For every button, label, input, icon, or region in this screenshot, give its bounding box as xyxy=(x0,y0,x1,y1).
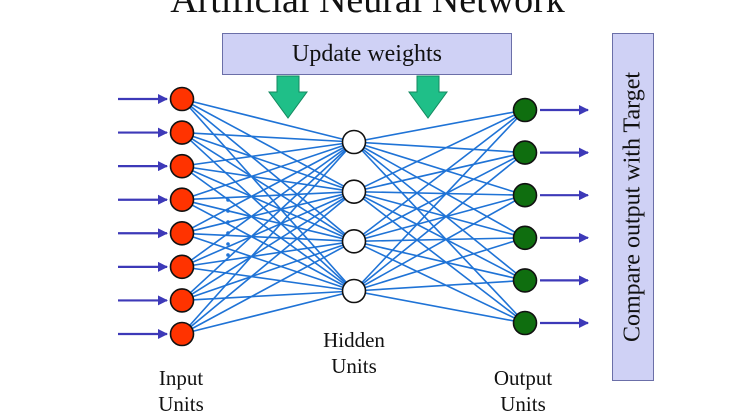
connection-hidden-1-output-3 xyxy=(353,141,526,196)
connection-hidden-4-output-2 xyxy=(353,151,526,292)
connection-hidden-4-output-3 xyxy=(353,194,526,292)
ellipsis-dot-6 xyxy=(226,253,230,257)
connection-input-3-hidden-2 xyxy=(181,165,355,193)
connection-input-8-hidden-2 xyxy=(181,191,355,335)
connection-input-8-hidden-3 xyxy=(181,240,355,335)
update-arrows xyxy=(268,75,448,119)
connection-input-6-hidden-1 xyxy=(181,141,355,268)
input-unit-8 xyxy=(169,321,195,347)
input-unit-4 xyxy=(169,187,195,213)
io-arrows xyxy=(118,94,589,339)
input-unit-6 xyxy=(169,254,195,280)
connection-hidden-3-output-5 xyxy=(353,240,526,282)
input-ellipsis xyxy=(226,198,230,257)
connection-input-8-hidden-1 xyxy=(181,141,355,335)
connection-hidden-1-output-4 xyxy=(353,141,526,239)
connection-input-2-hidden-2 xyxy=(181,131,355,193)
update-weights-box: Update weights xyxy=(222,33,512,75)
hidden-units-label: Hidden Units xyxy=(323,328,385,378)
hidden-unit-2 xyxy=(341,179,367,204)
ellipsis-dot-5 xyxy=(226,242,230,246)
connection-hidden-1-output-5 xyxy=(353,141,526,282)
connection-input-6-hidden-3 xyxy=(181,240,355,268)
update-arrow-2 xyxy=(408,75,448,119)
connection-input-5-hidden-1 xyxy=(181,141,355,234)
connection-hidden-3-output-2 xyxy=(353,151,526,243)
output-unit-4 xyxy=(512,225,538,251)
output-unit-6 xyxy=(512,310,538,336)
connection-hidden-2-output-3 xyxy=(353,190,526,196)
weight-connections xyxy=(181,98,526,335)
connection-input-3-hidden-1 xyxy=(181,141,355,167)
connection-input-4-hidden-1 xyxy=(181,141,355,201)
connection-input-6-hidden-4 xyxy=(181,266,355,292)
connection-hidden-2-output-6 xyxy=(353,191,526,324)
connection-hidden-4-output-1 xyxy=(353,109,526,292)
ellipsis-dot-2 xyxy=(226,209,230,213)
connection-hidden-2-output-4 xyxy=(353,190,526,239)
input-unit-5 xyxy=(169,220,195,246)
hidden-unit-3 xyxy=(341,229,367,254)
connection-input-2-hidden-1 xyxy=(181,131,355,143)
compare-target-box: Compare output with Target xyxy=(612,33,654,381)
connection-hidden-3-output-6 xyxy=(353,240,526,324)
output-units-label: Output Units xyxy=(493,366,553,416)
input-unit-3 xyxy=(169,153,195,179)
connection-input-7-hidden-4 xyxy=(181,290,355,302)
connection-hidden-3-output-4 xyxy=(353,237,526,243)
connection-hidden-4-output-5 xyxy=(353,279,526,292)
connection-hidden-4-output-4 xyxy=(353,237,526,292)
update-weights-label: Update weights xyxy=(292,40,442,67)
network-nodes xyxy=(169,86,538,347)
connection-hidden-2-output-5 xyxy=(353,190,526,282)
input-unit-1 xyxy=(169,86,195,112)
connection-hidden-2-output-2 xyxy=(353,151,526,193)
connection-input-7-hidden-3 xyxy=(181,240,355,302)
output-unit-3 xyxy=(512,182,538,208)
connection-hidden-2-output-1 xyxy=(353,109,526,193)
output-unit-1 xyxy=(512,97,538,123)
ellipsis-dot-4 xyxy=(226,231,230,235)
output-unit-2 xyxy=(512,140,538,165)
connection-input-7-hidden-1 xyxy=(181,141,355,302)
connection-input-6-hidden-2 xyxy=(181,190,355,268)
connection-hidden-1-output-2 xyxy=(353,141,526,154)
network-svg xyxy=(118,75,589,347)
connection-input-5-hidden-2 xyxy=(181,190,355,235)
connection-hidden-3-output-1 xyxy=(353,109,526,242)
diagram-title: Artificial Neural Network xyxy=(170,0,565,21)
connection-input-4-hidden-2 xyxy=(181,190,355,201)
hidden-unit-4 xyxy=(341,278,367,304)
connection-input-7-hidden-2 xyxy=(181,190,355,302)
input-unit-2 xyxy=(169,120,195,145)
connection-hidden-3-output-3 xyxy=(353,194,526,243)
hidden-unit-1 xyxy=(341,129,367,155)
update-arrow-1 xyxy=(268,75,308,119)
output-unit-5 xyxy=(512,268,538,293)
connection-hidden-1-output-1 xyxy=(353,109,526,143)
compare-target-label: Compare output with Target xyxy=(619,71,646,343)
input-units-label: Input Units xyxy=(158,366,204,416)
connection-hidden-4-output-6 xyxy=(353,290,526,324)
connection-input-1-hidden-2 xyxy=(181,98,355,193)
connection-hidden-1-output-6 xyxy=(353,141,526,324)
ellipsis-dot-1 xyxy=(226,198,230,202)
input-unit-7 xyxy=(169,288,195,313)
ellipsis-dot-3 xyxy=(226,220,230,224)
connection-input-8-hidden-4 xyxy=(181,290,355,335)
connection-input-1-hidden-1 xyxy=(181,98,355,143)
